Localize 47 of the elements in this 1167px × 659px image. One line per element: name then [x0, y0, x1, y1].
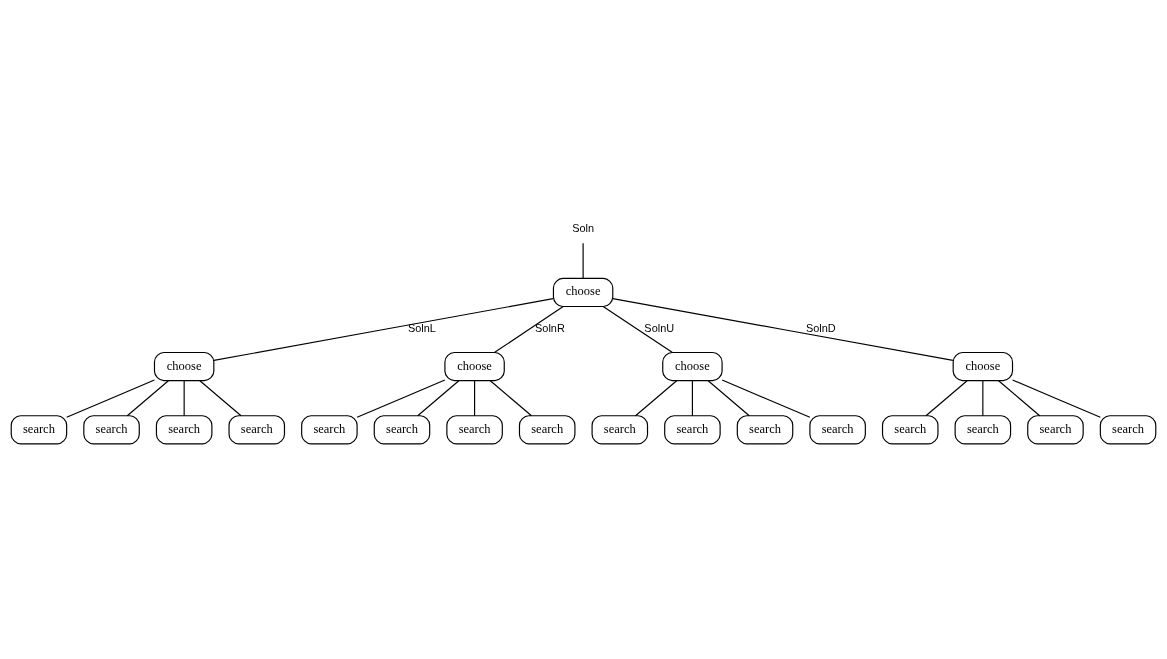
edge-label: SolnL — [407, 322, 436, 335]
node-box: search — [881, 415, 939, 445]
node-box: choose — [952, 351, 1014, 382]
edge-label: SolnU — [644, 322, 675, 335]
connector — [1012, 379, 1101, 418]
connector — [474, 380, 476, 417]
node-box: choose — [552, 277, 614, 308]
node-box: search — [736, 415, 794, 445]
node-box: search — [83, 415, 140, 445]
node-box: choose — [153, 351, 215, 382]
node-box: search — [10, 415, 68, 445]
connector — [66, 379, 155, 418]
connector — [356, 379, 446, 418]
node-box: choose — [662, 351, 723, 382]
connector — [199, 380, 242, 417]
node-box: search — [809, 415, 866, 445]
node-text: Soln — [572, 222, 595, 235]
connector — [998, 380, 1041, 417]
node-box: search — [301, 415, 358, 445]
connector — [126, 380, 169, 417]
node-box: search — [228, 415, 286, 445]
connector — [925, 380, 968, 417]
connector — [612, 298, 954, 361]
edge-label: SolnR — [535, 322, 565, 335]
connector — [634, 380, 678, 417]
connector — [213, 298, 554, 361]
node-box: search — [518, 415, 576, 445]
connector — [707, 380, 750, 417]
node-box: search — [373, 415, 431, 445]
node-box: search — [591, 415, 649, 445]
connector — [721, 379, 811, 418]
connector — [417, 380, 460, 417]
edge-label: SolnD — [805, 322, 836, 335]
node-box: search — [1099, 415, 1157, 445]
connector — [494, 305, 564, 353]
connector — [183, 380, 185, 417]
node-box: search — [664, 415, 721, 445]
node-box: choose — [444, 351, 505, 382]
connector — [982, 380, 984, 417]
connector — [489, 380, 533, 417]
connector — [582, 242, 584, 279]
node-box: search — [954, 415, 1012, 445]
node-box: search — [446, 415, 503, 445]
connector — [691, 380, 693, 417]
node-box: search — [155, 415, 213, 445]
connector — [602, 305, 673, 353]
node-box: search — [1027, 415, 1084, 445]
